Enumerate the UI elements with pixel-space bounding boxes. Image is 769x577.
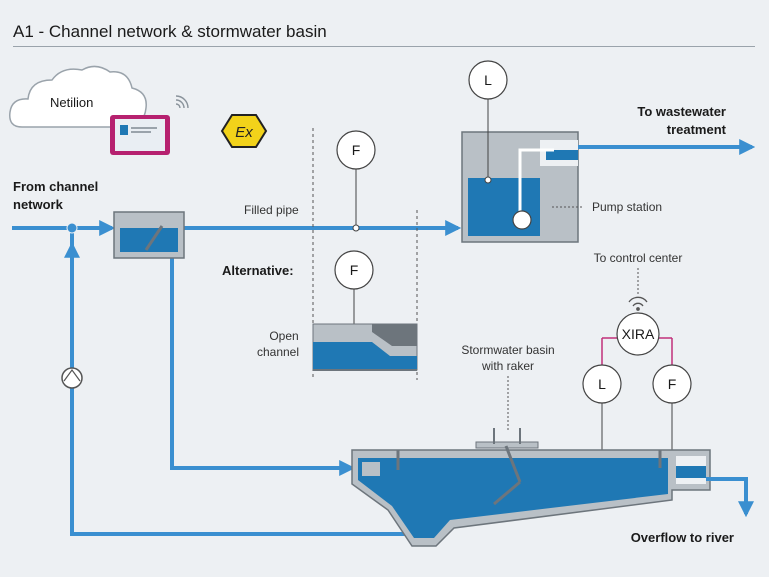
from-channel-label-1: From channel [13, 179, 98, 194]
flow-meter-pipe: F [336, 130, 376, 232]
stormwater-basin [351, 428, 711, 547]
to-wastewater-label-2: treatment [667, 122, 727, 137]
page-title: A1 - Channel network & stormwater basin [13, 22, 327, 41]
ex-symbol-icon: Ex [220, 114, 268, 148]
pump-station [461, 131, 579, 243]
pump-station-label: Pump station [592, 200, 662, 214]
flow-meter-overflow: F [652, 364, 692, 466]
flow-meter-overflow-label: F [668, 376, 677, 392]
overflow-arrow [706, 477, 754, 518]
netilion-cloud: Netilion [9, 65, 147, 128]
to-wastewater-label-1: To wastewater [637, 104, 726, 119]
title-divider [13, 46, 755, 47]
filled-pipe-label: Filled pipe [244, 203, 299, 217]
open-channel-label-2: channel [257, 345, 299, 359]
xira-wireless-icon [628, 296, 648, 311]
flow-meter-channel-label: F [350, 262, 359, 278]
junction-node [66, 222, 78, 234]
open-channel-label-1: Open [269, 329, 298, 343]
tablet-icon [110, 115, 170, 155]
ex-label: Ex [235, 124, 253, 141]
overflow-label: Overflow to river [631, 530, 734, 545]
diversion-chamber [113, 211, 185, 259]
return-pump-icon [61, 367, 83, 389]
alternative-label: Alternative: [222, 263, 294, 278]
flow-meter-channel: F [334, 250, 374, 344]
xira-gateway: XIRA [601, 312, 673, 366]
from-channel-label-2: network [13, 197, 64, 212]
level-sensor-pump: L [468, 60, 508, 184]
xira-label: XIRA [622, 326, 655, 342]
open-channel [312, 323, 418, 371]
level-sensor-pump-label: L [484, 72, 492, 88]
stormwater-label-1: Stormwater basin [461, 343, 554, 357]
to-control-center-label: To control center [594, 251, 683, 265]
cloud-label: Netilion [50, 95, 93, 110]
flow-meter-pipe-label: F [352, 142, 361, 158]
stormwater-label-2: with raker [481, 359, 534, 373]
level-sensor-basin-label: L [598, 376, 606, 392]
wireless-icon [175, 95, 189, 109]
